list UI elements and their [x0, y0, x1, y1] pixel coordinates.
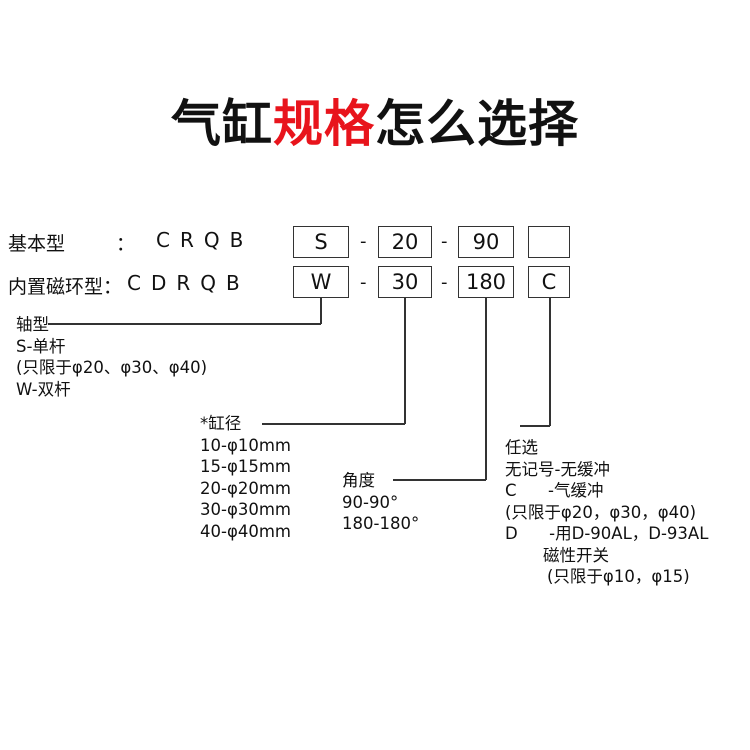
option-leader-vertical [549, 298, 551, 426]
option-d-limit: (只限于φ10，φ15) [547, 567, 690, 586]
magnet-angle-box: 180 [458, 266, 514, 298]
magnet-dash-2: - [441, 272, 448, 293]
shaft-option-double: W-双杆 [16, 379, 71, 399]
option-none: 无记号-无缓冲 [505, 459, 610, 479]
title-part-2-highlight: 规格 [273, 95, 375, 153]
shaft-option-single: S-单杆 [16, 336, 66, 356]
basic-type-code: CRQB [156, 228, 254, 252]
option-d: D -用D-90AL，D-93AL [505, 524, 709, 543]
basic-bore-box: 20 [378, 226, 432, 258]
angle-leader-horizontal [393, 479, 486, 481]
title-part-3: 怎么选择 [375, 95, 579, 153]
option-c: C -气缓冲 [505, 481, 604, 500]
option-heading: 任选 [505, 438, 538, 457]
basic-shaft-box: S [293, 226, 349, 258]
shaft-limit-note: (只限于φ20、φ30、φ40) [16, 358, 208, 377]
angle-heading: 角度 [342, 471, 375, 490]
magnet-type-label: 内置磁环型： [8, 276, 123, 298]
option-leader-horizontal [520, 425, 550, 427]
bore-description: *缸径 10-φ10mm 15-φ15mm 20-φ20mm 30-φ30mm … [200, 413, 291, 542]
angle-option-90: 90-90° [342, 492, 399, 512]
basic-dash-1: - [360, 231, 367, 252]
shaft-heading: 轴型 [16, 315, 49, 334]
angle-leader-vertical [485, 298, 487, 480]
bore-leader-vertical [404, 298, 406, 424]
magnet-dash-1: - [360, 272, 367, 293]
magnet-bore-box: 30 [378, 266, 432, 298]
bore-option-30: 30-φ30mm [200, 500, 291, 519]
basic-option-box [528, 226, 570, 258]
magnet-shaft-box: W [293, 266, 349, 298]
option-c-limit: (只限于φ20，φ30，φ40) [505, 502, 697, 522]
basic-angle-box: 90 [458, 226, 514, 258]
magnet-type-code: CDRQB [127, 271, 250, 295]
angle-description: 角度 90-90° 180-180° [342, 470, 419, 535]
basic-dash-2: - [441, 231, 448, 252]
bore-leader-horizontal [262, 423, 405, 425]
bore-heading: *缸径 [200, 414, 242, 433]
bore-option-10: 10-φ10mm [200, 435, 291, 455]
angle-option-180: 180-180° [342, 514, 420, 533]
option-d-switch: 磁性开关 [543, 545, 609, 565]
option-description: 任选 无记号-无缓冲 C -气缓冲 (只限于φ20，φ30，φ40) D -用D… [505, 437, 708, 588]
magnet-option-box: C [528, 266, 570, 298]
title-part-1: 气缸 [171, 95, 273, 153]
shaft-leader-vertical [320, 298, 322, 324]
basic-type-colon: ： [116, 233, 136, 255]
shaft-leader-horizontal [48, 323, 321, 325]
shaft-description: 轴型 S-单杆 (只限于φ20、φ30、φ40) W-双杆 [16, 314, 207, 400]
bore-option-40: 40-φ40mm [200, 521, 291, 541]
bore-option-15: 15-φ15mm [200, 457, 291, 476]
page-title: 气缸规格怎么选择 [0, 84, 750, 156]
bore-option-20: 20-φ20mm [200, 478, 291, 498]
basic-type-label: 基本型 [8, 233, 66, 255]
